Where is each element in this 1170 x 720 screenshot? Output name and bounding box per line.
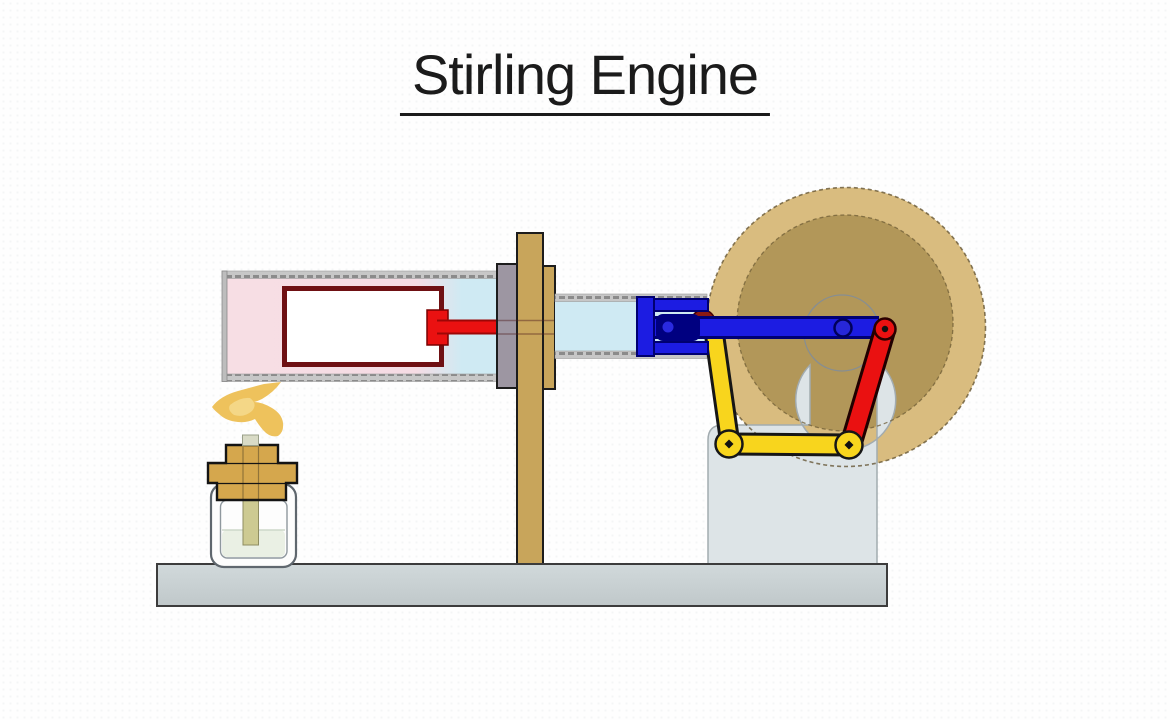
crank-pin-dot	[881, 325, 889, 333]
rod-clevis	[656, 314, 700, 341]
burner-wick-tip	[242, 434, 259, 446]
flame-core	[229, 397, 255, 416]
yoke-pivot-right	[834, 430, 864, 460]
yoke-link-vertical	[703, 320, 741, 455]
displacer-cylinder-top-wall	[221, 270, 498, 279]
page-title: Stirling Engine	[399, 44, 771, 116]
yoke-link-horizontal	[717, 432, 861, 457]
power-piston	[636, 296, 709, 357]
bulkhead-plate-gray	[496, 263, 518, 389]
crank-arm	[839, 317, 897, 456]
power-piston-top-arm	[653, 298, 709, 312]
displacer-cylinder-left-cap	[221, 270, 228, 382]
rod-clevis-pin	[662, 321, 674, 333]
power-piston-face	[636, 296, 655, 357]
displacer-piston	[282, 286, 444, 367]
burner-cap	[206, 443, 299, 502]
crankshaft-pin	[833, 318, 853, 338]
pivot-diamond-right	[844, 440, 854, 450]
spirit-burner	[206, 434, 299, 569]
burner-wick-lower	[242, 499, 259, 546]
flywheel-rim-outline	[705, 186, 987, 468]
base-board	[156, 563, 888, 607]
power-piston-bottom-arm	[653, 341, 709, 355]
yoke-pivot-left	[714, 429, 744, 459]
support-post	[516, 232, 544, 567]
power-cylinder-top-wall	[554, 293, 708, 302]
pivot-diamond-left	[724, 439, 734, 449]
displacer-cylinder-bottom-wall	[221, 373, 498, 382]
